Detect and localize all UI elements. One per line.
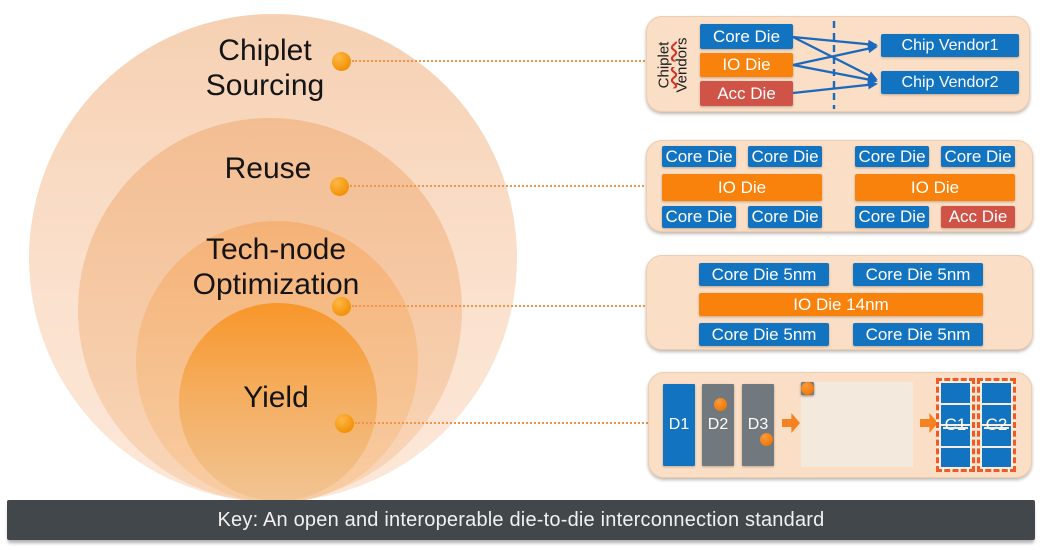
die-core: Core Die <box>662 206 736 228</box>
bullet-dot-yield <box>335 414 354 433</box>
chip-die <box>982 383 1011 403</box>
die-label: D3 <box>747 416 769 433</box>
die-acc: Acc Die <box>700 81 793 106</box>
die-core: Core Die <box>700 24 793 49</box>
die-grid <box>801 382 913 467</box>
ring-label-line: Optimization <box>192 268 360 301</box>
die-core: Core Die <box>855 146 929 167</box>
connector-line-sourcing <box>352 60 648 62</box>
die-core: Core Die <box>662 146 736 167</box>
source-die-d1: D1 <box>663 384 695 466</box>
ring-yield <box>179 303 377 501</box>
connector-line-technode <box>352 305 648 307</box>
ring-label-line: Reuse <box>224 152 312 185</box>
die-core-5nm: Core Die 5nm <box>699 323 829 346</box>
assembled-chip-c2: C2 <box>977 378 1016 472</box>
ring-label-line: Chiplet <box>218 34 312 67</box>
chip-die <box>941 426 970 446</box>
source-die-d2: D2 <box>702 384 734 466</box>
panel-technode-optimization: Core Die 5nm Core Die 5nm IO Die 14nm Co… <box>646 255 1033 350</box>
chip-die <box>982 447 1011 467</box>
die-io: IO Die <box>700 53 793 77</box>
connector-line-reuse <box>350 185 648 187</box>
ring-label-technode: Tech-node Optimization <box>146 232 406 302</box>
die-core-5nm: Core Die 5nm <box>853 263 983 286</box>
chip-die <box>941 404 970 424</box>
connector-line-yield <box>355 422 648 424</box>
ring-label-yield: Yield <box>146 380 406 415</box>
bullet-dot-sourcing <box>332 52 351 71</box>
chip-die <box>982 404 1011 424</box>
ring-label-reuse: Reuse <box>138 151 398 186</box>
ring-label-chiplet-sourcing: Chiplet Sourcing <box>135 33 395 103</box>
chip-gap-line <box>943 427 968 429</box>
right-arrow-icon <box>782 413 800 433</box>
chip-vendor2-box: Chip Vendor2 <box>881 71 1019 94</box>
die-core-5nm: Core Die 5nm <box>699 263 829 286</box>
key-banner-text: Key: An open and interoperable die-to-di… <box>217 508 825 531</box>
panel-yield: D1 D2 D3 C1 <box>648 372 1032 478</box>
die-label: D2 <box>707 416 729 433</box>
chip-vendor1-box: Chip Vendor1 <box>881 34 1019 57</box>
grid-die-defective <box>801 382 814 395</box>
chip-gap-line <box>984 427 1009 429</box>
key-banner: Key: An open and interoperable die-to-di… <box>7 500 1035 540</box>
panel-reuse: Core Die Core Die IO Die Core Die Core D… <box>646 140 1033 232</box>
die-io-14nm: IO Die 14nm <box>699 293 983 316</box>
reuse-chip-layout-2: Core Die Core Die IO Die Core Die Acc Di… <box>855 146 1015 228</box>
die-io: IO Die <box>662 174 822 201</box>
bullet-dot-reuse <box>330 177 349 196</box>
ring-label-line: Yield <box>243 381 309 414</box>
die-core: Core Die <box>748 206 822 228</box>
sourcing-arrows <box>792 21 878 109</box>
ring-label-line: Sourcing <box>205 69 325 102</box>
assembled-chip-c1: C1 <box>936 378 975 472</box>
die-io: IO Die <box>855 174 1015 201</box>
chip-label-c2: C2 <box>985 415 1008 434</box>
source-die-d3: D3 <box>742 384 774 466</box>
defect-dot <box>714 398 727 411</box>
defect-dot <box>801 382 814 395</box>
chip-die <box>941 447 970 467</box>
bullet-dot-technode <box>332 297 351 316</box>
ring-label-line: Tech-node <box>205 233 347 266</box>
die-acc: Acc Die <box>941 206 1015 228</box>
die-core-5nm: Core Die 5nm <box>853 323 983 346</box>
defect-dot <box>760 433 773 446</box>
chip-die <box>982 426 1011 446</box>
chip-die <box>941 383 970 403</box>
die-core: Core Die <box>941 146 1015 167</box>
reuse-chip-layout-1: Core Die Core Die IO Die Core Die Core D… <box>662 146 822 228</box>
chip-label-c1: C1 <box>944 415 967 434</box>
panel-chiplet-sourcing: Chiplet Vendors Core Die IO Die Acc Die … <box>646 16 1030 112</box>
die-core: Core Die <box>748 146 822 167</box>
die-core: Core Die <box>855 206 929 228</box>
